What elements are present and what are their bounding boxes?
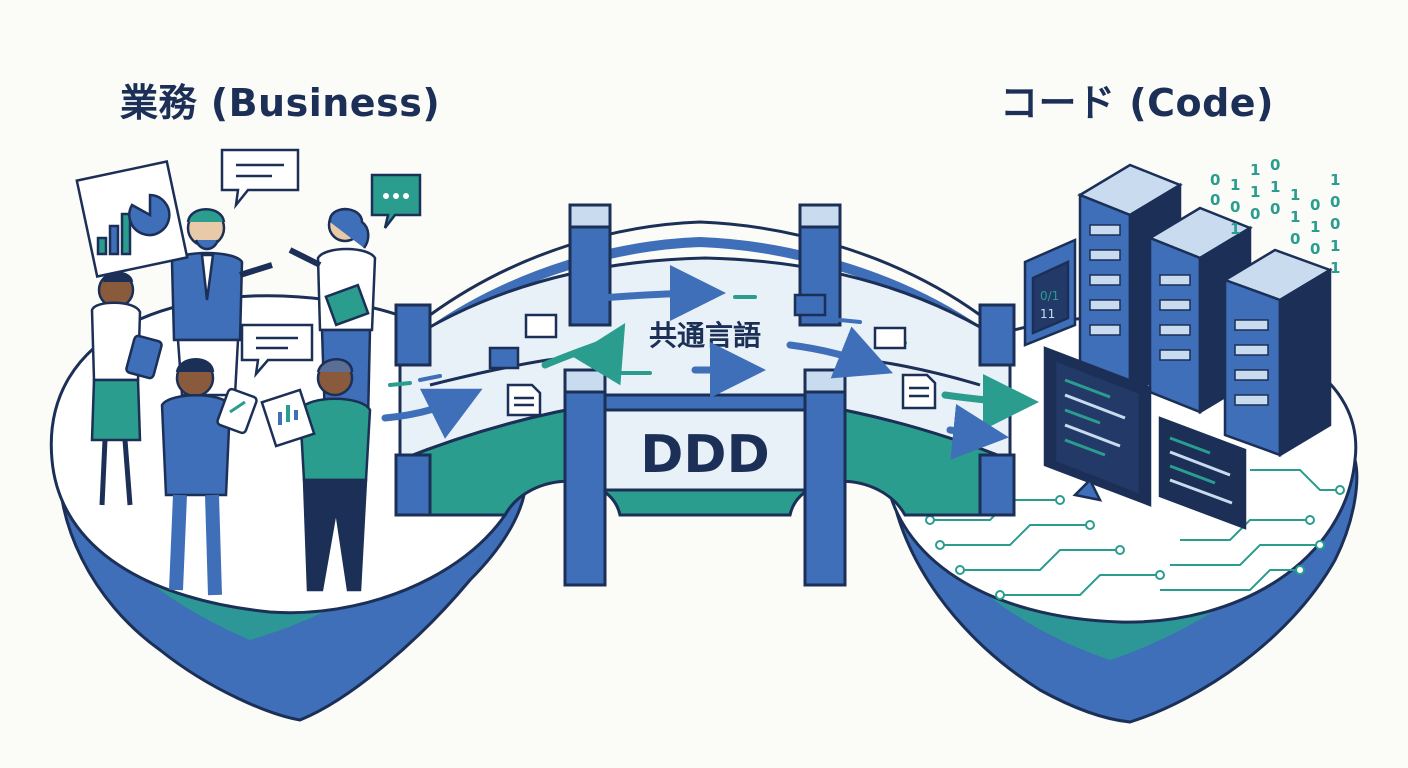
shared-language-label: 共通言語: [649, 319, 761, 352]
binary-digit: 1: [1330, 171, 1340, 189]
ddd-banner: [603, 408, 807, 492]
binary-digit: 1: [1230, 176, 1240, 194]
circuit-traces: [930, 469, 1340, 596]
binary-digit: 1: [1330, 237, 1340, 255]
binary-digit: 0: [1210, 191, 1220, 209]
flow-arrows: [381, 265, 1039, 460]
business-person-5: [260, 358, 372, 592]
code-monitor-main: [1043, 346, 1152, 507]
ddd-banner-label: DDD: [640, 425, 770, 485]
document-icons: [488, 293, 937, 417]
floating-code-window: 0/1 11: [1023, 238, 1077, 347]
binary-digit: 0: [1330, 215, 1340, 233]
speech-bubbles: [220, 148, 422, 379]
binary-digit: 1: [1330, 259, 1340, 277]
binary-digit: 1: [1230, 220, 1240, 238]
business-heading: 業務 (Business): [120, 81, 441, 125]
binary-digit: 0: [1310, 240, 1320, 258]
binary-digit: 0: [1310, 196, 1320, 214]
business-person-4: [160, 358, 258, 596]
binary-digit: 1: [1250, 161, 1260, 179]
binary-digit: 1: [1290, 208, 1300, 226]
code-heading: コード (Code): [1000, 81, 1274, 125]
binary-digit: 1: [1290, 186, 1300, 204]
code-window-text-2: 11: [1040, 307, 1055, 321]
code-monitor-small: [1158, 416, 1247, 530]
binary-digit: 1: [1270, 178, 1280, 196]
binary-digit: 0: [1250, 205, 1260, 223]
binary-stream: 0 0 1 0 1 1 0 1 0 1 1 0 1 0 1 0 0 1 1 0 …: [1210, 156, 1340, 277]
binary-digit: 0: [1210, 171, 1220, 189]
binary-digit: 0: [1330, 193, 1340, 211]
chart-card: [75, 160, 189, 278]
binary-digit: 0: [1230, 198, 1240, 216]
binary-digit: 0: [1270, 200, 1280, 218]
binary-digit: 1: [1250, 183, 1260, 201]
binary-digit: 0: [1290, 230, 1300, 248]
code-window-text-1: 0/1: [1040, 289, 1059, 303]
server-racks: [1077, 163, 1333, 458]
binary-digit: 1: [1310, 218, 1320, 236]
business-person-1: [90, 271, 163, 506]
bridge: DDD 共通言語: [394, 203, 1016, 587]
binary-digit: 0: [1270, 156, 1280, 174]
